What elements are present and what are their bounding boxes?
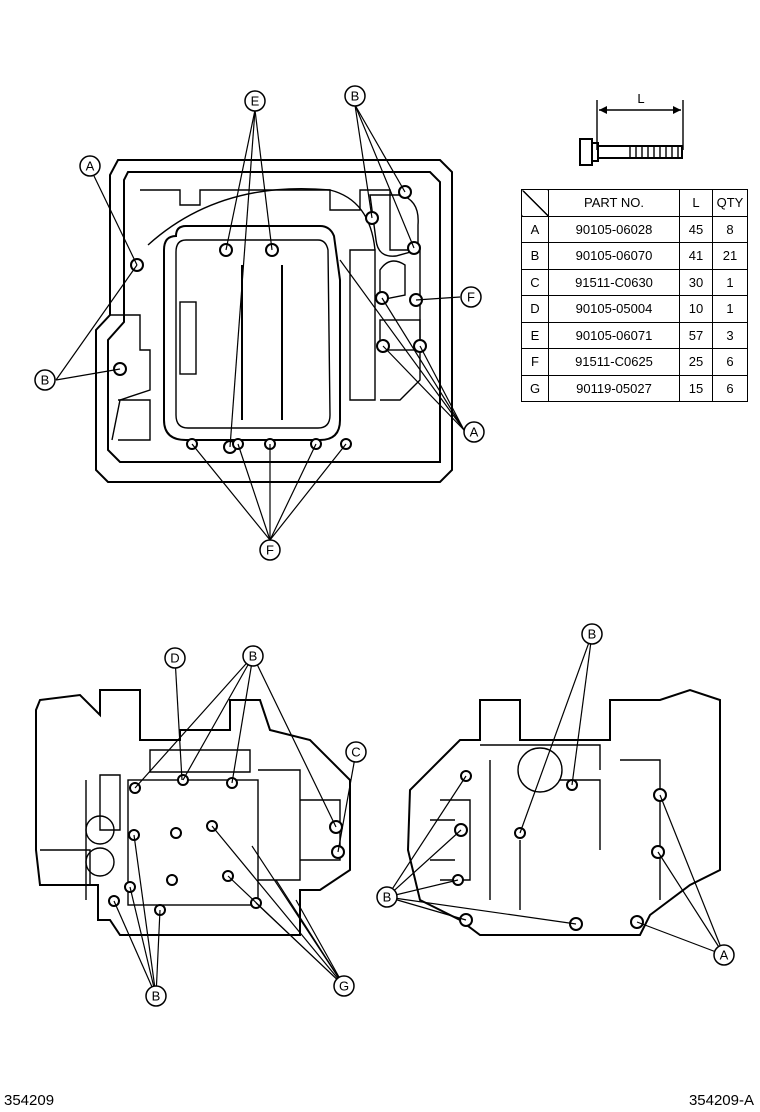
- header-length: L: [679, 189, 713, 217]
- callout-d-bottom-left: D: [164, 647, 186, 669]
- svg-text:F: F: [467, 290, 475, 305]
- table-row: D 90105-05004 10 1: [521, 295, 748, 323]
- row-part-no: 91511-C0630: [548, 268, 680, 296]
- row-key: A: [521, 215, 549, 243]
- row-key: C: [521, 268, 549, 296]
- callout-f-top-right: F: [460, 286, 482, 308]
- parts-table-header: PART NO. L QTY: [521, 189, 748, 217]
- row-part-no: 90105-06071: [548, 321, 680, 349]
- svg-text:B: B: [249, 649, 258, 664]
- svg-text:D: D: [170, 651, 179, 666]
- svg-text:E: E: [251, 94, 260, 109]
- callout-b-bottom-right-top: B: [581, 623, 603, 645]
- svg-text:A: A: [470, 425, 479, 440]
- callout-b-bottom-left-bottom: B: [145, 985, 167, 1007]
- row-part-no: 90105-06028: [548, 215, 680, 243]
- header-qty: QTY: [712, 189, 748, 217]
- row-part-no: 90105-06070: [548, 242, 680, 270]
- row-key: G: [521, 374, 549, 402]
- row-length: 15: [679, 374, 713, 402]
- svg-text:B: B: [383, 890, 392, 905]
- header-part-no: PART NO.: [548, 189, 680, 217]
- table-row: B 90105-06070 41 21: [521, 242, 748, 270]
- row-part-no: 90119-05027: [548, 374, 680, 402]
- top-valve-body: [55, 104, 465, 541]
- table-row: E 90105-06071 57 3: [521, 321, 748, 349]
- row-length: 25: [679, 348, 713, 376]
- dimension-label: L: [637, 91, 644, 106]
- callout-a-top-left: A: [79, 155, 101, 177]
- figure-number-left: 354209: [4, 1092, 55, 1109]
- row-qty: 1: [712, 268, 748, 296]
- row-qty: 1: [712, 295, 748, 323]
- svg-text:F: F: [266, 543, 274, 558]
- bottom-left-valve-body: [35, 655, 357, 997]
- row-qty: 3: [712, 321, 748, 349]
- callout-c-bottom-left: C: [345, 741, 367, 763]
- header-corner: [521, 189, 549, 217]
- callout-a-top-right: A: [463, 421, 485, 443]
- row-qty: 21: [712, 242, 748, 270]
- svg-text:A: A: [86, 159, 95, 174]
- callout-b-top-left: B: [34, 369, 56, 391]
- row-qty: 6: [712, 348, 748, 376]
- row-length: 10: [679, 295, 713, 323]
- table-row: G 90119-05027 15 6: [521, 374, 748, 402]
- svg-text:B: B: [588, 627, 597, 642]
- row-length: 45: [679, 215, 713, 243]
- row-key: E: [521, 321, 549, 349]
- row-part-no: 90105-05004: [548, 295, 680, 323]
- table-row: F 91511-C0625 25 6: [521, 348, 748, 376]
- row-qty: 8: [712, 215, 748, 243]
- bolt-dimension-icon: L: [579, 91, 684, 166]
- callout-g-bottom-left: G: [333, 975, 355, 997]
- svg-text:B: B: [41, 373, 50, 388]
- table-row: A 90105-06028 45 8: [521, 215, 748, 243]
- row-qty: 6: [712, 374, 748, 402]
- parts-table: PART NO. L QTY A 90105-06028 45 8 B 9010…: [521, 189, 748, 402]
- row-part-no: 91511-C0625: [548, 348, 680, 376]
- svg-text:C: C: [351, 745, 360, 760]
- row-key: D: [521, 295, 549, 323]
- svg-text:B: B: [351, 89, 360, 104]
- callout-a-bottom-right: A: [713, 944, 735, 966]
- table-row: C 91511-C0630 30 1: [521, 268, 748, 296]
- svg-text:A: A: [720, 948, 729, 963]
- callout-f-top-bottom: F: [259, 539, 281, 561]
- row-key: B: [521, 242, 549, 270]
- callout-b-bottom-left-top: B: [242, 645, 264, 667]
- svg-text:G: G: [339, 979, 349, 994]
- callout-e-top: E: [244, 90, 266, 112]
- row-length: 30: [679, 268, 713, 296]
- callout-b-top: B: [344, 85, 366, 107]
- row-length: 57: [679, 321, 713, 349]
- svg-text:B: B: [152, 989, 161, 1004]
- row-length: 41: [679, 242, 713, 270]
- figure-number-right: 354209-A: [688, 1092, 754, 1109]
- row-key: F: [521, 348, 549, 376]
- callout-b-bottom-right-left: B: [376, 886, 398, 908]
- bottom-right-valve-body: [386, 633, 725, 956]
